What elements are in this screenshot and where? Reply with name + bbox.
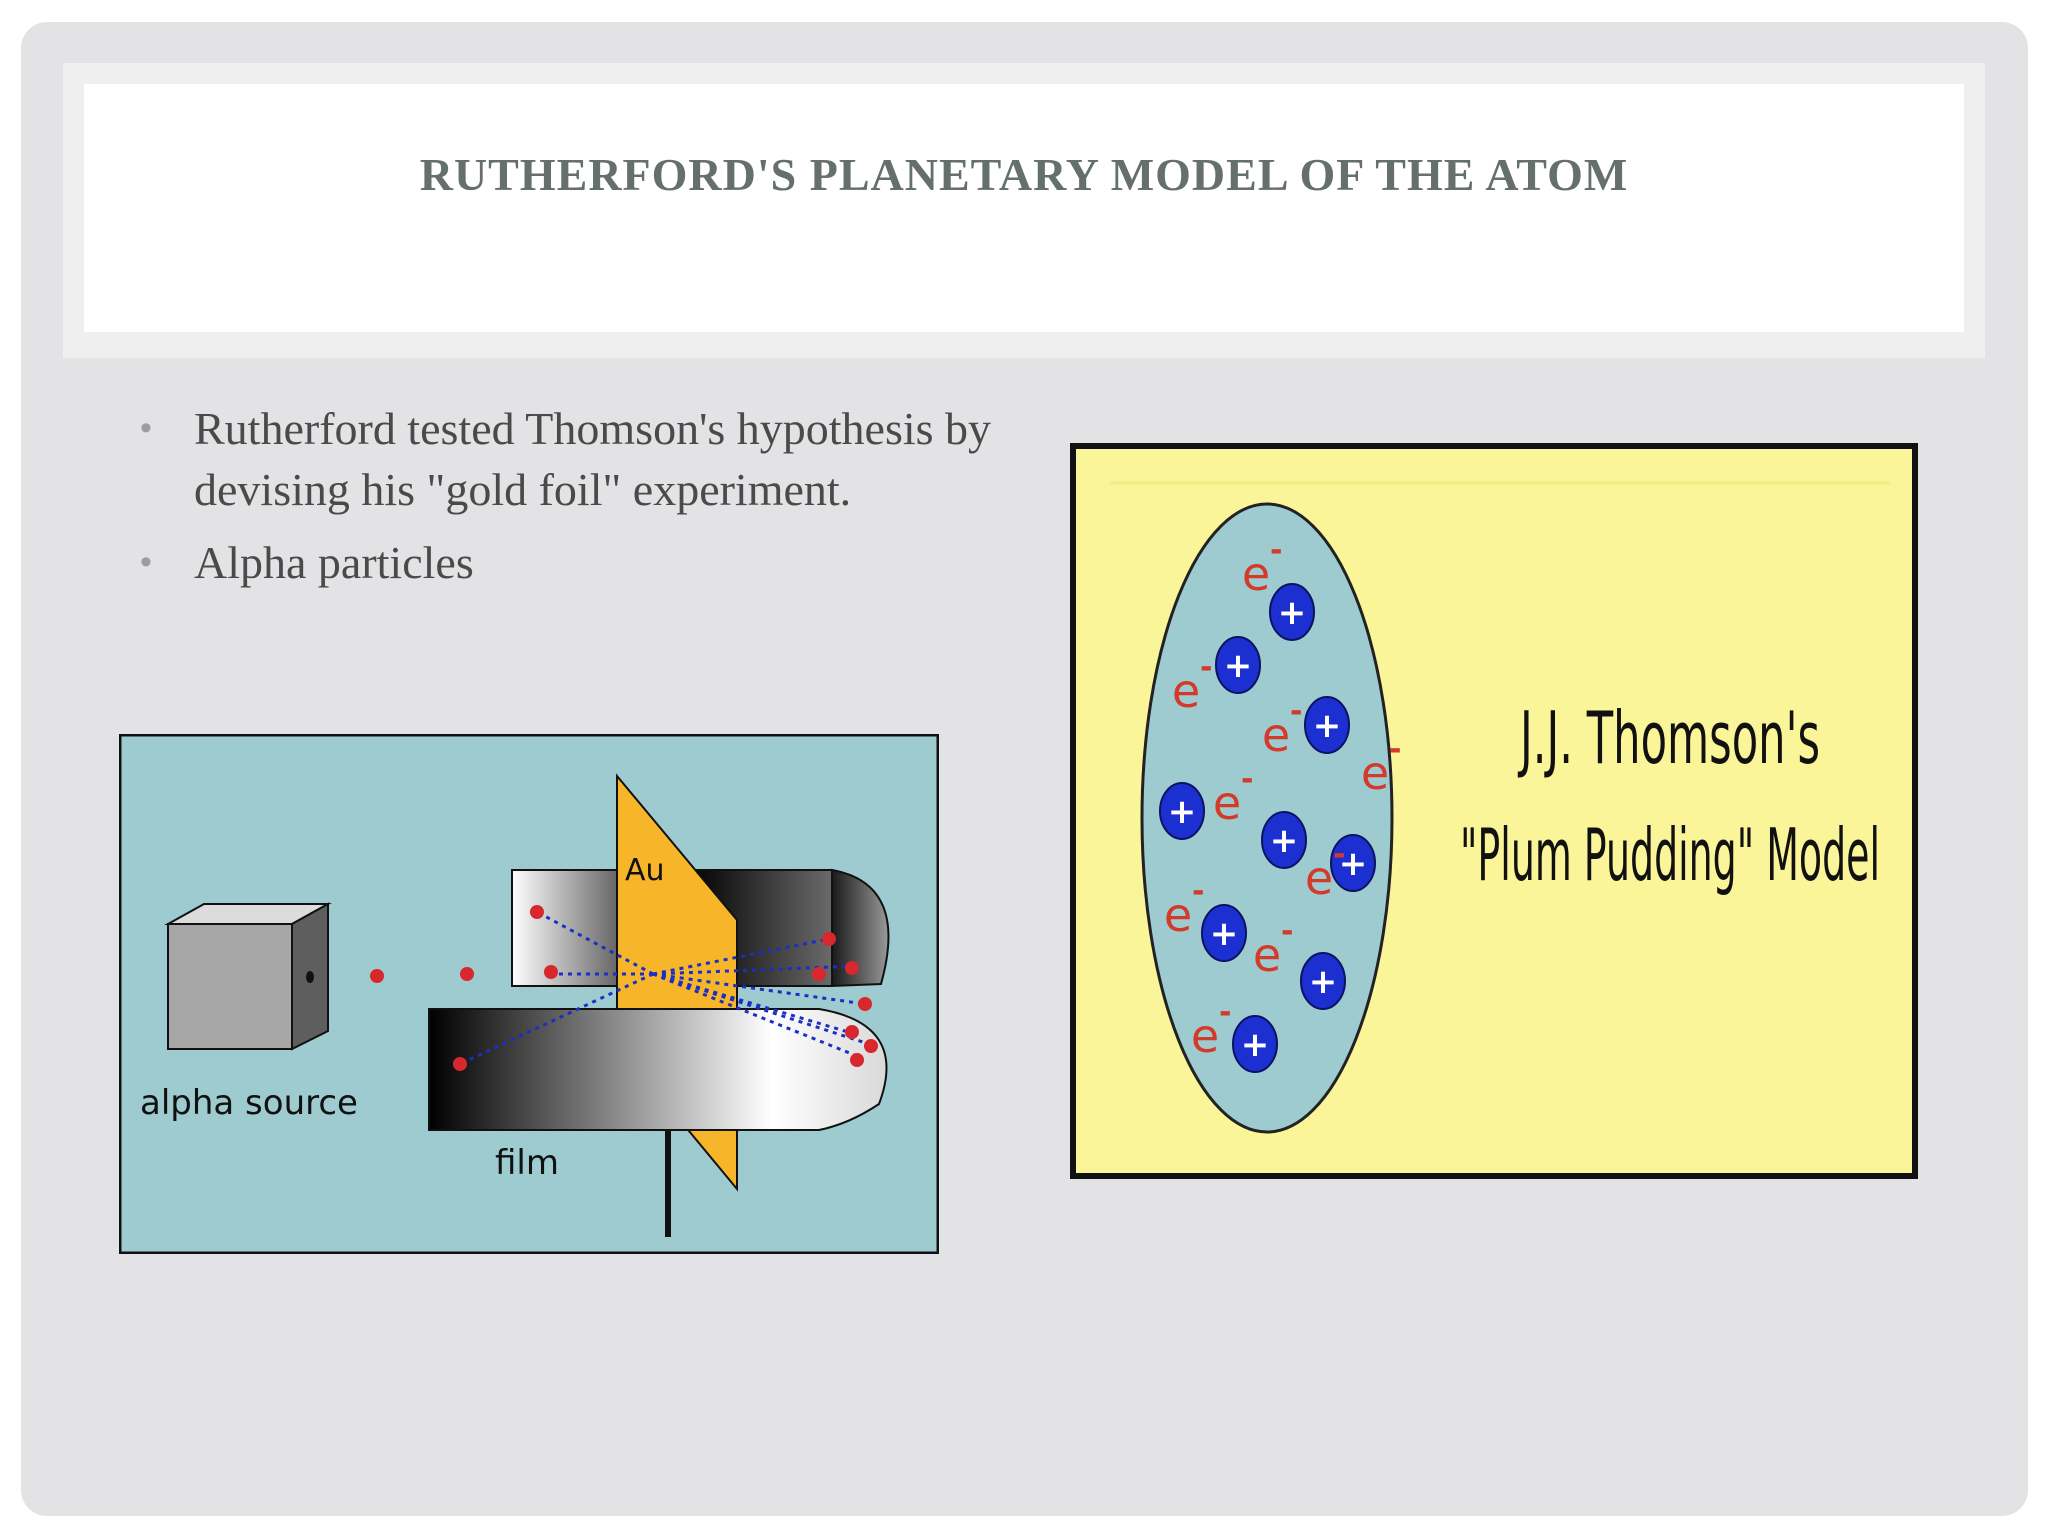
bullet-list: • Rutherford tested Thomson's hypothesis… — [140, 398, 1020, 605]
electron-icon: e- — [1164, 874, 1205, 942]
gold-foil-label: Au — [625, 853, 665, 888]
svg-text:e: e — [1305, 851, 1333, 905]
svg-text:e: e — [1191, 1009, 1219, 1063]
proton-icon: + — [1300, 952, 1346, 1010]
proton-icon: + — [1269, 583, 1315, 641]
bullet-item: • Rutherford tested Thomson's hypothesis… — [140, 398, 1020, 520]
svg-text:+: + — [1270, 821, 1299, 861]
svg-text:e: e — [1253, 928, 1281, 982]
bullet-text: Alpha particles — [194, 537, 474, 588]
title-box — [84, 84, 1964, 332]
svg-text:-: - — [1389, 732, 1401, 767]
proton-icon: + — [1330, 834, 1376, 892]
bullet-dot-icon: • — [140, 543, 152, 581]
svg-text:-: - — [1281, 914, 1293, 949]
electron-icon: e- — [1242, 533, 1283, 601]
slide-title: RUTHERFORD'S PLANETARY MODEL OF THE ATOM — [419, 149, 1629, 200]
svg-text:-: - — [1241, 762, 1253, 797]
alpha-particle-paths — [459, 910, 870, 1066]
electron-icon: e- — [1213, 762, 1254, 830]
plum-pudding-figure: +++++++++ e-e-e-e-e-e-e-e-e- J.J. Thomso… — [1070, 443, 1918, 1179]
svg-text:e: e — [1262, 708, 1290, 762]
svg-text:e: e — [1164, 888, 1192, 942]
alpha-particles — [370, 905, 878, 1071]
gold-foil-experiment-figure: alpha source Au film — [119, 734, 939, 1254]
electron-icon: e- — [1172, 650, 1213, 718]
proton-icon: + — [1215, 636, 1261, 694]
bullet-item: • Alpha particles — [140, 532, 1020, 593]
proton-icon: + — [1304, 696, 1350, 754]
svg-text:+: + — [1224, 646, 1253, 686]
svg-text:+: + — [1309, 962, 1338, 1002]
electron-icon: e- — [1253, 914, 1294, 982]
film-front — [428, 1008, 888, 1131]
svg-text:-: - — [1290, 694, 1302, 729]
svg-text:+: + — [1278, 593, 1307, 633]
svg-text:e: e — [1361, 746, 1389, 800]
svg-text:+: + — [1168, 792, 1197, 832]
svg-text:+: + — [1241, 1025, 1270, 1065]
bullet-dot-icon: • — [140, 409, 152, 447]
proton-icon: + — [1201, 904, 1247, 962]
electron-icon: e- — [1305, 837, 1346, 905]
svg-text:-: - — [1333, 837, 1345, 872]
svg-text:e: e — [1242, 547, 1270, 601]
electrons: e-e-e-e-e-e-e-e-e- — [1164, 533, 1402, 1063]
proton-icon: + — [1159, 782, 1205, 840]
alpha-source-label: alpha source — [140, 1083, 358, 1123]
svg-text:+: + — [1339, 844, 1368, 884]
svg-text:-: - — [1219, 995, 1231, 1030]
svg-text:e: e — [1172, 664, 1200, 718]
proton-icon: + — [1261, 811, 1307, 869]
electron-icon: e- — [1262, 694, 1303, 762]
electron-icon: e- — [1191, 995, 1232, 1063]
model-title-line1: J.J. Thomson's — [1518, 696, 1820, 780]
alpha-source-box — [164, 902, 332, 1051]
protons: + + + + + + + + + — [1159, 583, 1376, 1073]
bullet-text: Rutherford tested Thomson's hypothesis b… — [194, 403, 992, 515]
svg-text:+: + — [1210, 914, 1239, 954]
model-title-line2: "Plum Pudding" Model — [1460, 813, 1880, 897]
svg-text:-: - — [1270, 533, 1282, 568]
electron-icon: e- — [1361, 732, 1402, 800]
svg-text:-: - — [1192, 874, 1204, 909]
film-label: film — [495, 1143, 559, 1183]
svg-text:+: + — [1313, 706, 1342, 746]
svg-text:-: - — [1200, 650, 1212, 685]
svg-text:e: e — [1213, 776, 1241, 830]
proton-icon: + — [1232, 1015, 1278, 1073]
